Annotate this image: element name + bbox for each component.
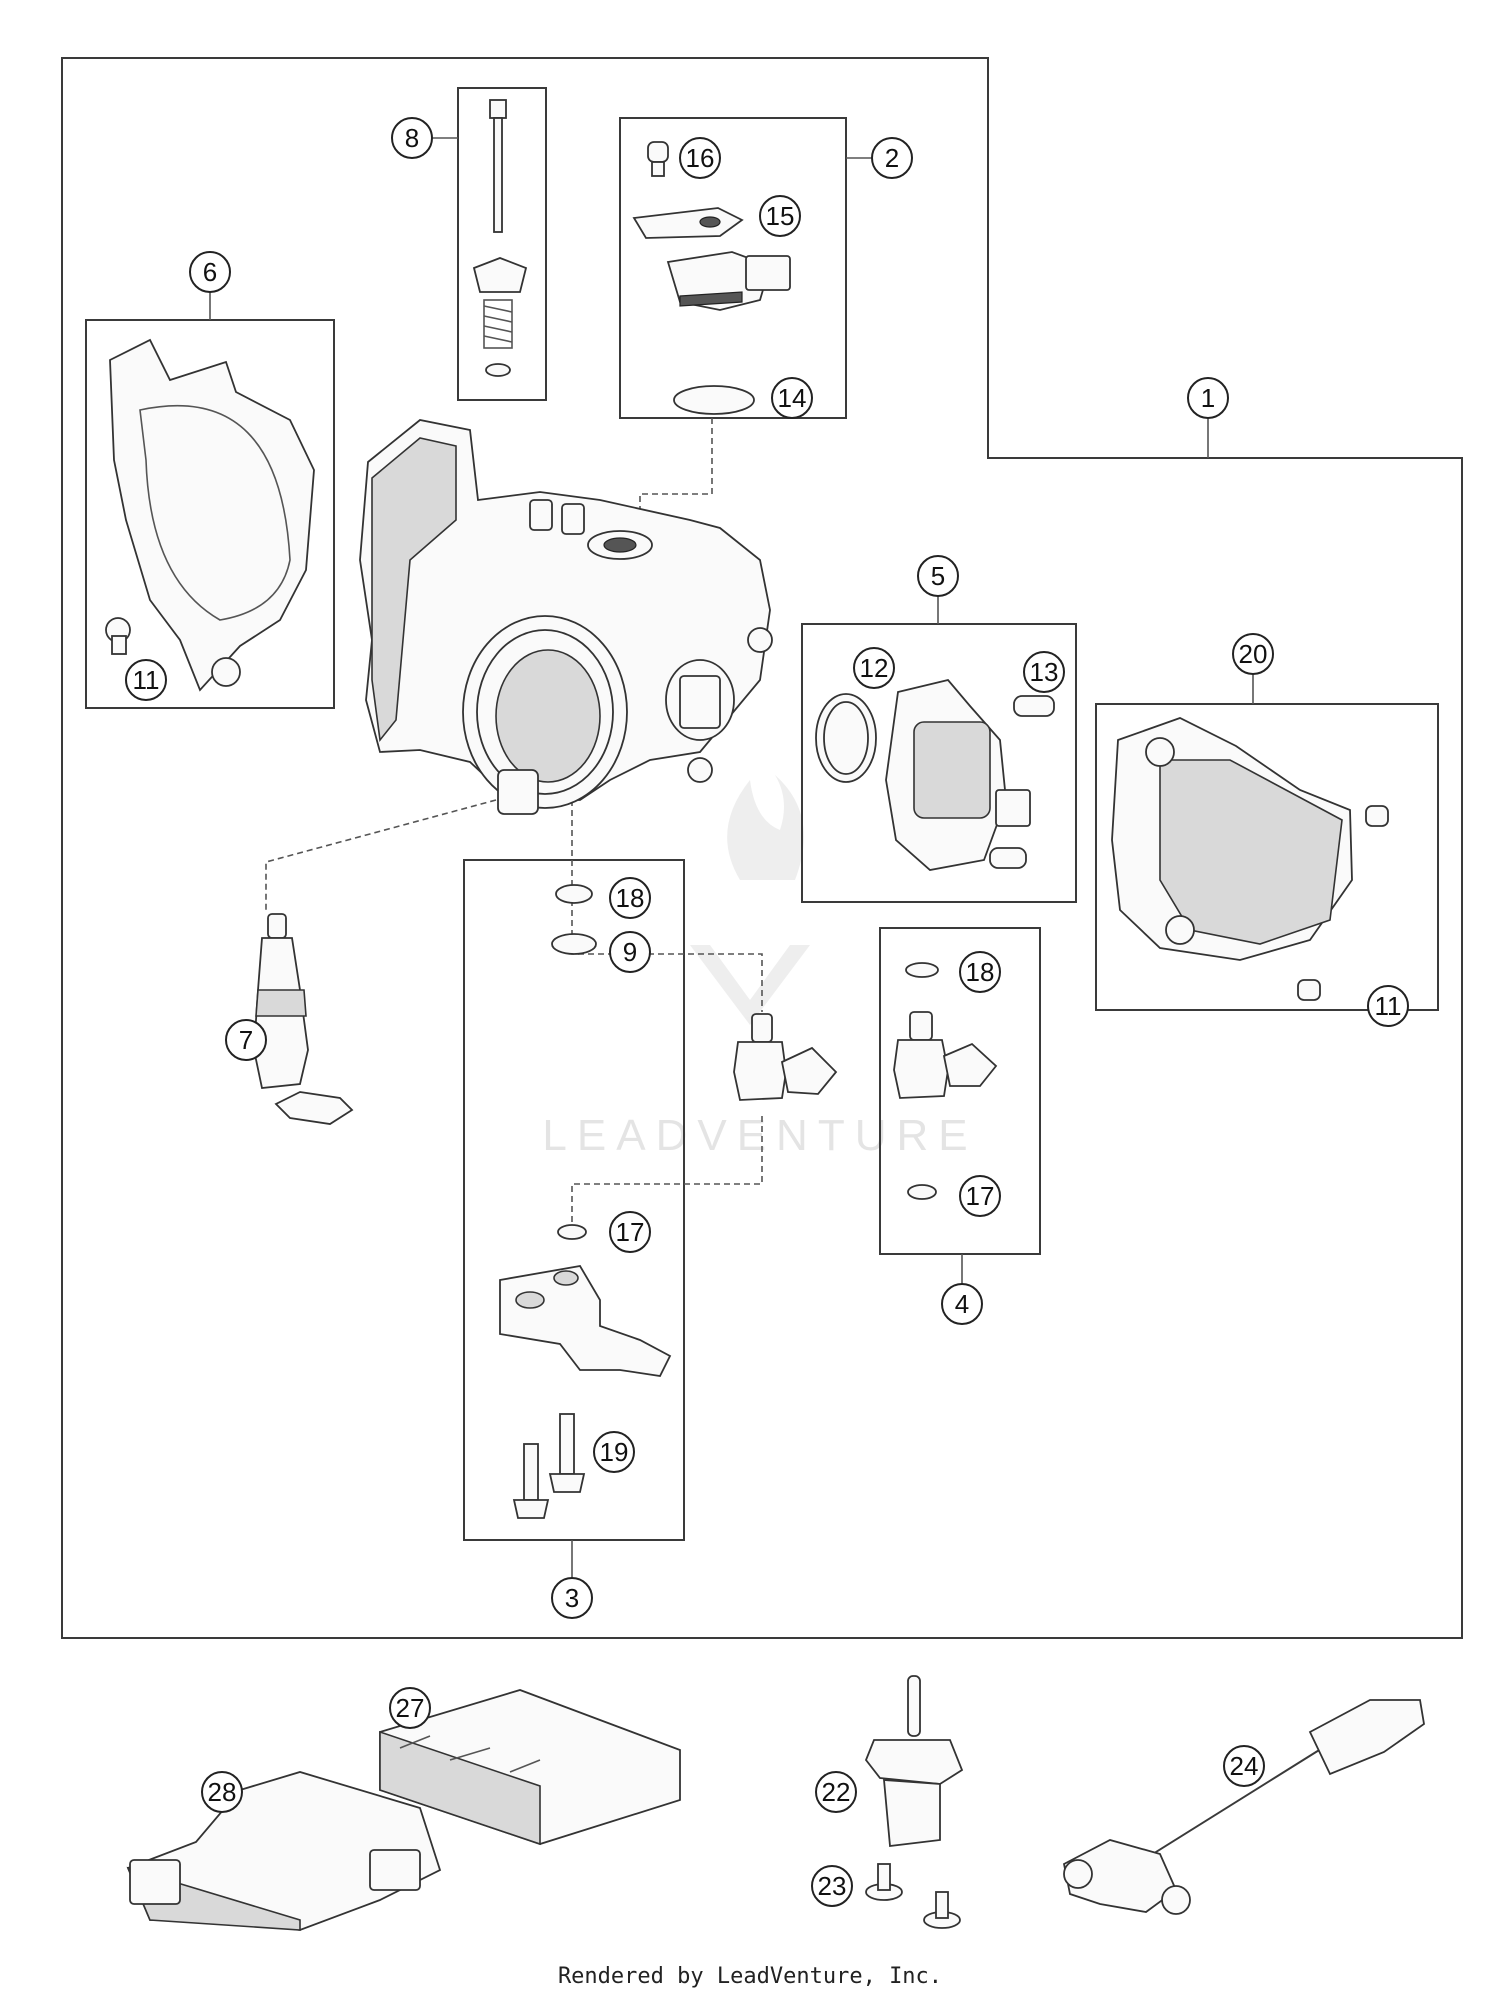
box-group-3 [463,859,685,1541]
callout-6-label: 6 [203,257,217,287]
callout-7-label: 7 [239,1025,253,1055]
callout-17-right-label: 17 [966,1181,995,1211]
callout-28-label: 28 [208,1777,237,1807]
callout-7: 7 [225,1019,267,1061]
callout-14-label: 14 [778,383,807,413]
box-group-5 [801,623,1077,903]
callout-22-label: 22 [822,1777,851,1807]
callout-24-label: 24 [1230,1751,1259,1781]
callout-23-label: 23 [818,1871,847,1901]
injector-part-4 [893,962,998,1200]
map-sensor-part-5 [815,678,1055,871]
callout-3-label: 3 [565,1583,579,1613]
watermark-text: LEADVENTURE [542,1111,977,1160]
injector-part-7 [253,913,354,1125]
callout-4-label: 4 [955,1289,969,1319]
box-group-4 [879,927,1041,1255]
callout-20-label: 20 [1239,639,1268,669]
callout-18-left: 18 [609,877,651,919]
box-group-20 [1095,703,1439,1011]
callout-1-label: 1 [1201,383,1215,413]
sensor-group-part-2 [632,141,791,415]
ecu-part-27 [379,1689,681,1846]
callout-11-top: 11 [125,659,167,701]
callout-24: 24 [1223,1745,1265,1787]
callout-4: 4 [941,1283,983,1325]
callout-8-label: 8 [405,123,419,153]
callout-13-label: 13 [1030,657,1059,687]
throttle-body-assembly-outline [61,57,1463,1639]
callout-9: 9 [609,931,651,973]
callout-23: 23 [811,1865,853,1907]
injector-mount-part-3 [499,884,838,1519]
callout-17-left-label: 17 [616,1217,645,1247]
callout-18-right-label: 18 [966,957,995,987]
callout-11-right-label: 11 [1375,991,1402,1021]
box-group-8 [457,87,547,401]
callout-15-label: 15 [766,201,795,231]
callout-16-label: 16 [686,143,715,173]
callout-19: 19 [593,1431,635,1473]
callout-5-label: 5 [931,561,945,591]
throttle-cover-part-6 [105,338,315,692]
sensor-harness-part-24 [1062,1699,1425,1915]
screws-part-23 [865,1863,961,1929]
callout-8: 8 [391,117,433,159]
callout-14: 14 [771,377,813,419]
callout-18-right: 18 [959,951,1001,993]
leader-lines [209,137,1254,1578]
callout-6: 6 [189,251,231,293]
footer-credit: Rendered by LeadVenture, Inc. [557,1964,943,1989]
watermark: LEADVENTURE [542,775,977,1160]
callout-2: 2 [871,137,913,179]
tps-sensor-part-20 [1111,717,1389,1001]
temp-sensor-part-22 [864,1675,964,1848]
callout-17-right: 17 [959,1175,1001,1217]
callout-12-label: 12 [860,653,889,683]
box-group-2 [619,117,847,419]
idle-screw-part-8 [472,99,528,377]
callout-9-label: 9 [623,937,637,967]
control-module-part-28 [126,1771,442,1931]
callout-27: 27 [389,1687,431,1729]
callout-3: 3 [551,1577,593,1619]
callout-5: 5 [917,555,959,597]
callout-16: 16 [679,137,721,179]
callout-27-label: 27 [396,1693,425,1723]
callout-15: 15 [759,195,801,237]
callout-22: 22 [815,1771,857,1813]
callout-11-top-label: 11 [133,665,160,695]
callout-18-left-label: 18 [616,883,645,913]
callout-17-left: 17 [609,1211,651,1253]
callout-12: 12 [853,647,895,689]
callout-20: 20 [1232,633,1274,675]
callout-2-label: 2 [885,143,899,173]
callout-11-right: 11 [1367,985,1409,1027]
callout-1: 1 [1187,377,1229,419]
callout-19-label: 19 [600,1437,629,1467]
throttle-body [359,419,773,815]
callout-13: 13 [1023,651,1065,693]
callout-28: 28 [201,1771,243,1813]
